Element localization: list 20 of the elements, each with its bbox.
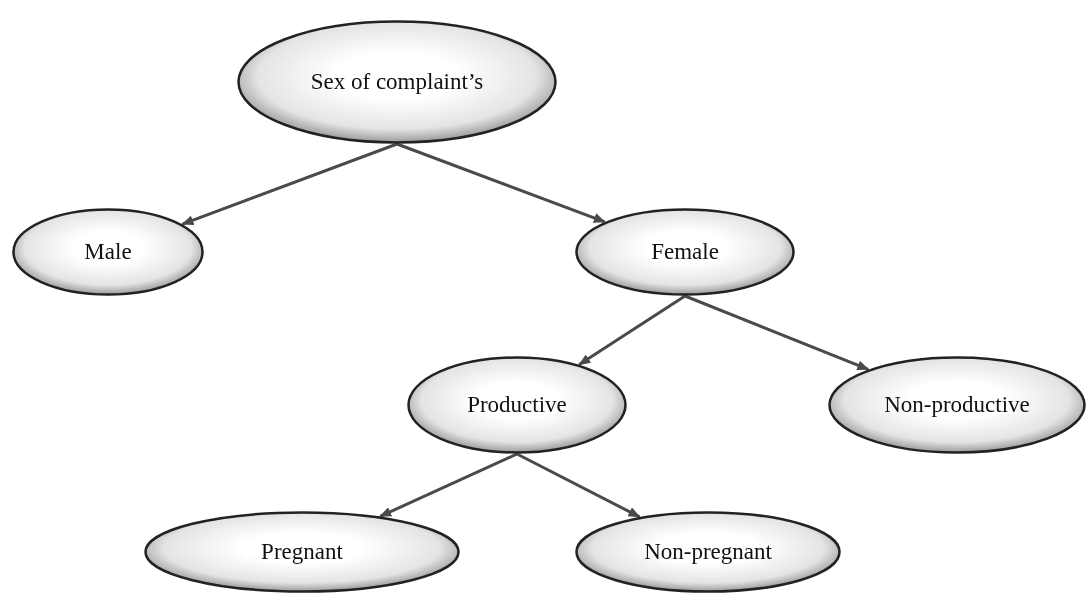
ellipse-node	[237, 20, 557, 144]
ellipse-node	[575, 511, 841, 593]
node-label: Non-pregnant	[644, 539, 772, 565]
ellipse-node	[828, 356, 1086, 454]
ellipse-node	[575, 208, 795, 296]
node-label: Non-productive	[884, 392, 1030, 418]
ellipse-node	[144, 511, 460, 593]
node-label: Male	[84, 239, 132, 265]
arrow	[684, 294, 870, 371]
arrow	[578, 294, 686, 366]
ellipse-node	[407, 356, 627, 454]
node-label: Female	[651, 239, 719, 265]
ellipse-node	[12, 208, 204, 296]
arrow	[379, 452, 518, 518]
node-label: Pregnant	[261, 539, 343, 565]
arrow	[396, 142, 606, 224]
node-label: Productive	[467, 392, 567, 418]
arrow	[516, 452, 641, 519]
node-label: Sex of complaint’s	[310, 69, 484, 95]
arrow	[181, 142, 398, 226]
